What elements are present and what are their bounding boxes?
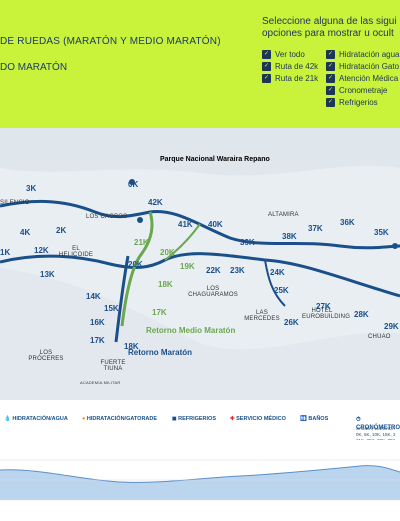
checkbox-icon[interactable]: ✓ bbox=[262, 62, 271, 71]
checkbox-icon[interactable]: ✓ bbox=[326, 62, 335, 71]
mountain-area bbox=[0, 128, 400, 176]
restroom-icon: 🚻 bbox=[300, 416, 307, 422]
option-atencion-medica[interactable]: ✓ Atención Médica bbox=[326, 74, 399, 83]
km-36: 36K bbox=[340, 218, 355, 227]
option-cronometraje[interactable]: ✓ Cronometraje bbox=[326, 86, 388, 95]
elevation-profile bbox=[0, 440, 400, 516]
km-40: 40K bbox=[208, 220, 223, 229]
place-helicoide: EL HELICOIDE bbox=[58, 246, 94, 258]
km-18: 18K bbox=[124, 342, 139, 351]
km-15: 15K bbox=[104, 304, 119, 313]
place-los-caobos: LOS CAOBOS bbox=[86, 214, 128, 220]
km-26: 26K bbox=[284, 318, 299, 327]
checkbox-icon[interactable]: ✓ bbox=[262, 50, 271, 59]
option-hidratacion-gatorade[interactable]: ✓ Hidratación Gato bbox=[326, 62, 400, 71]
place-silencio: SILENCIO bbox=[0, 200, 30, 206]
route-42k-south-line bbox=[114, 255, 130, 343]
km-22: 22K bbox=[206, 266, 221, 275]
route-map[interactable]: Parque Nacional Waraira Repano SILENCIO … bbox=[0, 128, 400, 400]
km-19-green: 19K bbox=[180, 262, 195, 271]
km-13: 13K bbox=[40, 270, 55, 279]
park-label: Parque Nacional Waraira Repano bbox=[160, 156, 270, 163]
km-25: 25K bbox=[274, 286, 289, 295]
km-17-green: 17K bbox=[152, 308, 167, 317]
km-28: 28K bbox=[354, 310, 369, 319]
elevation-line bbox=[0, 465, 400, 483]
legend-refrigerios: ◼ REFRIGERIOS bbox=[172, 416, 217, 422]
km-41: 41K bbox=[178, 220, 193, 229]
elevation-area bbox=[0, 465, 400, 500]
km-21-green: 21K bbox=[134, 238, 149, 247]
km-37: 37K bbox=[308, 224, 323, 233]
elevation-chart bbox=[0, 459, 400, 501]
km-14: 14K bbox=[86, 292, 101, 301]
legend-banos: 🚻 BAÑOS bbox=[300, 416, 329, 422]
map-canvas bbox=[0, 128, 400, 400]
legend-hidratacion-agua: 💧 HIDRATACIÓN/AGUA bbox=[4, 416, 68, 422]
option-hidratacion-agua[interactable]: ✓ Hidratación agua bbox=[326, 50, 400, 59]
snack-icon: ◼ bbox=[172, 416, 177, 422]
place-fuerte-tiuna: FUERTE TIUNA bbox=[100, 360, 126, 372]
km-18-green: 18K bbox=[158, 280, 173, 289]
retorno-maraton: Retorno Maratón bbox=[128, 348, 192, 357]
elevation-grid bbox=[0, 459, 400, 501]
km-16: 16K bbox=[90, 318, 105, 327]
header-banner: DE RUEDAS (MARATÓN Y MEDIO MARATÓN) DO M… bbox=[0, 0, 400, 128]
km-17: 17K bbox=[90, 336, 105, 345]
km-39: 39K bbox=[240, 238, 255, 247]
options-panel-title: Seleccione alguna de las sigui opciones … bbox=[262, 16, 397, 39]
medical-icon: ✚ bbox=[230, 416, 235, 422]
place-academia-militar: ACADEMIA MILITAR bbox=[80, 380, 121, 385]
km-12: 12K bbox=[34, 246, 49, 255]
km-23: 23K bbox=[230, 266, 245, 275]
km-20-green: 20K bbox=[160, 248, 175, 257]
legend-cronometro: ⏱ CRONÓMETRO bbox=[356, 417, 400, 431]
route-mercedes-line bbox=[264, 259, 286, 307]
option-ver-todo[interactable]: ✓ Ver todo bbox=[262, 50, 305, 59]
water-drop-icon: 💧 bbox=[4, 416, 11, 422]
km-0: 0K bbox=[128, 180, 139, 189]
option-ruta-42k[interactable]: ✓ Ruta de 42k bbox=[262, 62, 319, 71]
option-refrigerios[interactable]: ✓ Refrigerios bbox=[326, 98, 378, 107]
south-area bbox=[0, 268, 400, 400]
route-21k-link bbox=[164, 223, 201, 261]
route-subtitle: DO MARATÓN bbox=[0, 62, 68, 73]
place-las-mercedes: LAS MERCEDES bbox=[244, 310, 280, 322]
km-4: 4K bbox=[20, 228, 31, 237]
place-chaguaramos: LOS CHAGUARAMOS bbox=[188, 286, 238, 298]
route-42k-return-line bbox=[0, 252, 400, 298]
retorno-medio-maraton: Retorno Medio Maratón bbox=[146, 326, 236, 335]
km-29: 29K bbox=[384, 322, 399, 331]
place-altamira: ALTAMIRA bbox=[268, 212, 299, 218]
km-38: 38K bbox=[282, 232, 297, 241]
route-21k-line bbox=[120, 211, 154, 327]
option-ruta-21k[interactable]: ✓ Ruta de 21k bbox=[262, 74, 319, 83]
checkbox-icon[interactable]: ✓ bbox=[326, 98, 335, 107]
legend-servicio-medico: ✚ SERVICIO MÉDICO bbox=[230, 416, 286, 422]
km-42: 42K bbox=[148, 198, 163, 207]
legend-hidratacion-gatorade: ● HIDRATACIÓN/GATORADE bbox=[82, 416, 158, 422]
km-1: 1K bbox=[0, 248, 11, 257]
km-24: 24K bbox=[270, 268, 285, 277]
route-title: DE RUEDAS (MARATÓN Y MEDIO MARATÓN) bbox=[0, 36, 221, 47]
stopwatch-icon: ⏱ bbox=[356, 417, 361, 423]
place-chuao: CHUAO bbox=[368, 334, 391, 340]
km-35: 35K bbox=[374, 228, 389, 237]
gatorade-drop-icon: ● bbox=[82, 416, 86, 422]
place-eurobuilding: HOTEL EUROBUILDING bbox=[302, 308, 351, 320]
route-42k-line bbox=[0, 199, 400, 250]
km-3: 3K bbox=[26, 184, 37, 193]
turnaround-marker[interactable] bbox=[392, 243, 398, 249]
km-20-blue: 20K bbox=[128, 260, 143, 269]
place-proceres: LOS PRÓCERES bbox=[28, 350, 64, 362]
km-2: 2K bbox=[56, 226, 67, 235]
km21-marker[interactable] bbox=[137, 217, 143, 223]
checkbox-icon[interactable]: ✓ bbox=[262, 74, 271, 83]
start-marker[interactable] bbox=[129, 179, 135, 185]
checkbox-icon[interactable]: ✓ bbox=[326, 50, 335, 59]
checkbox-icon[interactable]: ✓ bbox=[326, 86, 335, 95]
km-27: 27K bbox=[316, 302, 331, 311]
checkbox-icon[interactable]: ✓ bbox=[326, 74, 335, 83]
